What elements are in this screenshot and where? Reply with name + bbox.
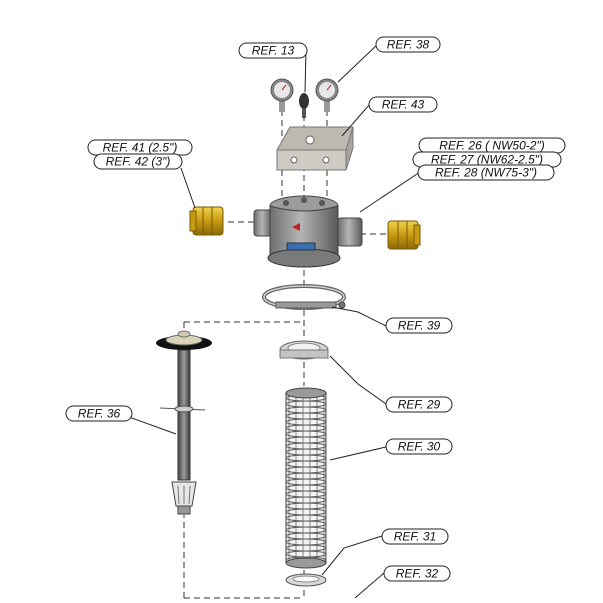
callout-ref-41-text: REF. 41 (2.5") bbox=[103, 141, 178, 155]
callout-ref-38: REF. 38 bbox=[375, 36, 441, 53]
callout-ref-38-text: REF. 38 bbox=[387, 38, 430, 52]
callout-ref-28: REF. 28 (NW75-3") bbox=[417, 164, 555, 181]
callout-ref-31-text: REF. 31 bbox=[394, 530, 436, 544]
callout-ref-36-text: REF. 36 bbox=[78, 407, 121, 421]
filter-housing bbox=[253, 195, 363, 268]
pressure-gauge-right bbox=[315, 78, 339, 112]
callout-ref-42: REF. 42 (3") bbox=[93, 153, 183, 170]
callout-ref-42-text: REF. 42 (3") bbox=[106, 155, 171, 169]
callout-ref-13-text: REF. 13 bbox=[252, 44, 295, 58]
leader-lines bbox=[117, 43, 421, 599]
mounting-bracket bbox=[276, 126, 354, 171]
callout-ref-30-text: REF. 30 bbox=[398, 440, 441, 454]
vent-valve bbox=[299, 93, 309, 118]
callout-ref-30: REF. 30 bbox=[385, 438, 453, 455]
brass-fitting-left bbox=[189, 206, 224, 236]
pressure-gauge-left bbox=[270, 78, 294, 112]
callout-ref-41: REF. 41 (2.5") bbox=[87, 139, 193, 156]
callout-ref-36: REF. 36 bbox=[65, 405, 133, 422]
filter-screen-basket bbox=[285, 387, 327, 569]
callout-ref-29-text: REF. 29 bbox=[398, 398, 441, 412]
brass-fitting-right bbox=[387, 220, 421, 250]
callout-ref-13: REF. 13 bbox=[238, 42, 308, 59]
callout-ref-43-text: REF. 43 bbox=[382, 98, 425, 112]
drain-tube-assembly bbox=[156, 330, 212, 515]
callout-ref-28-text: REF. 28 (NW75-3") bbox=[435, 166, 537, 180]
callout-ref-29: REF. 29 bbox=[385, 396, 453, 413]
clamp bbox=[262, 284, 346, 310]
callout-ref-27: REF. 27 (NW62-2.5") bbox=[412, 151, 562, 168]
callout-ref-39: REF. 39 bbox=[385, 317, 453, 334]
callout-ref-31: REF. 31 bbox=[381, 528, 449, 545]
screen-top-ring bbox=[279, 340, 329, 360]
callout-ref-32-text: REF. 32 bbox=[396, 567, 439, 581]
callout-ref-39-text: REF. 39 bbox=[398, 319, 441, 333]
callout-ref-26-text: REF. 26 ( NW50-2") bbox=[439, 139, 544, 153]
callout-ref-26: REF. 26 ( NW50-2") bbox=[418, 137, 566, 154]
callout-ref-32: REF. 32 bbox=[383, 565, 451, 582]
callout-ref-27-text: REF. 27 (NW62-2.5") bbox=[431, 153, 543, 167]
screen-bottom-ring bbox=[285, 573, 327, 587]
callout-ref-43: REF. 43 bbox=[368, 96, 438, 113]
